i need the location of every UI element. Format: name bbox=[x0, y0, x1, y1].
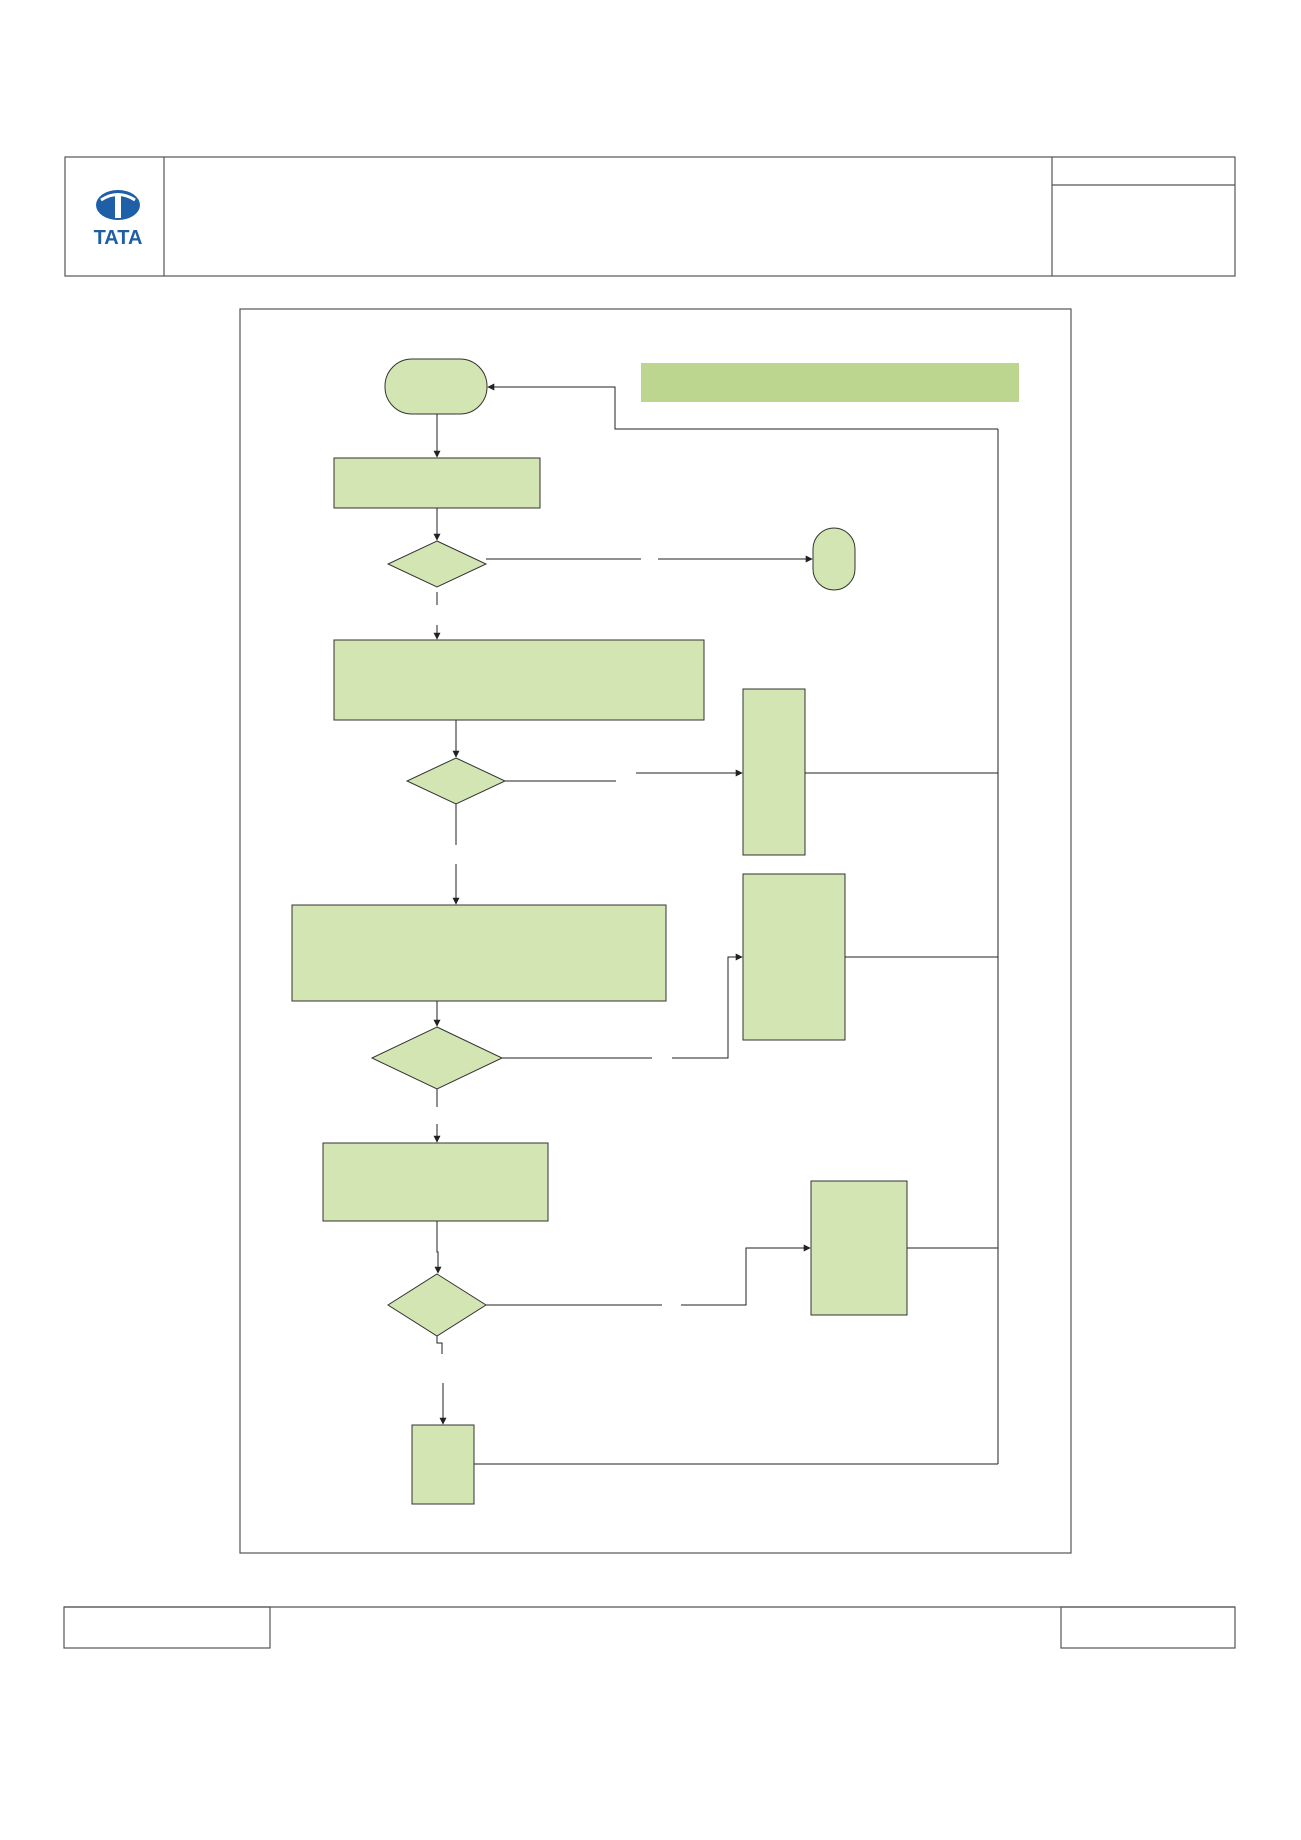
decision-1 bbox=[386, 540, 488, 588]
start-terminator bbox=[384, 358, 488, 415]
decision-4 bbox=[387, 1273, 487, 1337]
process-step-3 bbox=[291, 904, 667, 1002]
line-decision4-down bbox=[436, 1336, 443, 1354]
flowchart-frame bbox=[239, 308, 1072, 1554]
flowchart-banner bbox=[641, 363, 1019, 402]
line-side3-to-trunk bbox=[907, 1247, 999, 1260]
process-step-2 bbox=[333, 639, 705, 721]
logo-wordmark: TATA bbox=[94, 227, 143, 249]
arrow-step4-to-decision4 bbox=[434, 1221, 442, 1274]
process-step-4 bbox=[322, 1142, 549, 1222]
process-step-1 bbox=[333, 457, 541, 509]
decision-2 bbox=[405, 757, 507, 805]
footer-block bbox=[63, 1606, 1236, 1649]
footer-right-box bbox=[1060, 1606, 1236, 1649]
side-process-1 bbox=[742, 688, 806, 856]
side-process-2 bbox=[742, 873, 846, 1041]
header-frame bbox=[64, 156, 1236, 277]
connectors bbox=[433, 383, 999, 1465]
side-process-3 bbox=[810, 1180, 908, 1316]
arrow-decision3-to-side2 bbox=[672, 953, 743, 1059]
end-terminator bbox=[812, 527, 856, 591]
arrow-decision4-to-side3 bbox=[681, 1244, 811, 1306]
arrow-return-to-start bbox=[487, 383, 998, 430]
tata-logo-icon: TATA bbox=[94, 190, 143, 249]
final-process bbox=[411, 1424, 475, 1505]
header-block: TATA bbox=[64, 156, 1236, 277]
decision-3 bbox=[370, 1026, 504, 1090]
footer-left-box bbox=[63, 1606, 271, 1649]
